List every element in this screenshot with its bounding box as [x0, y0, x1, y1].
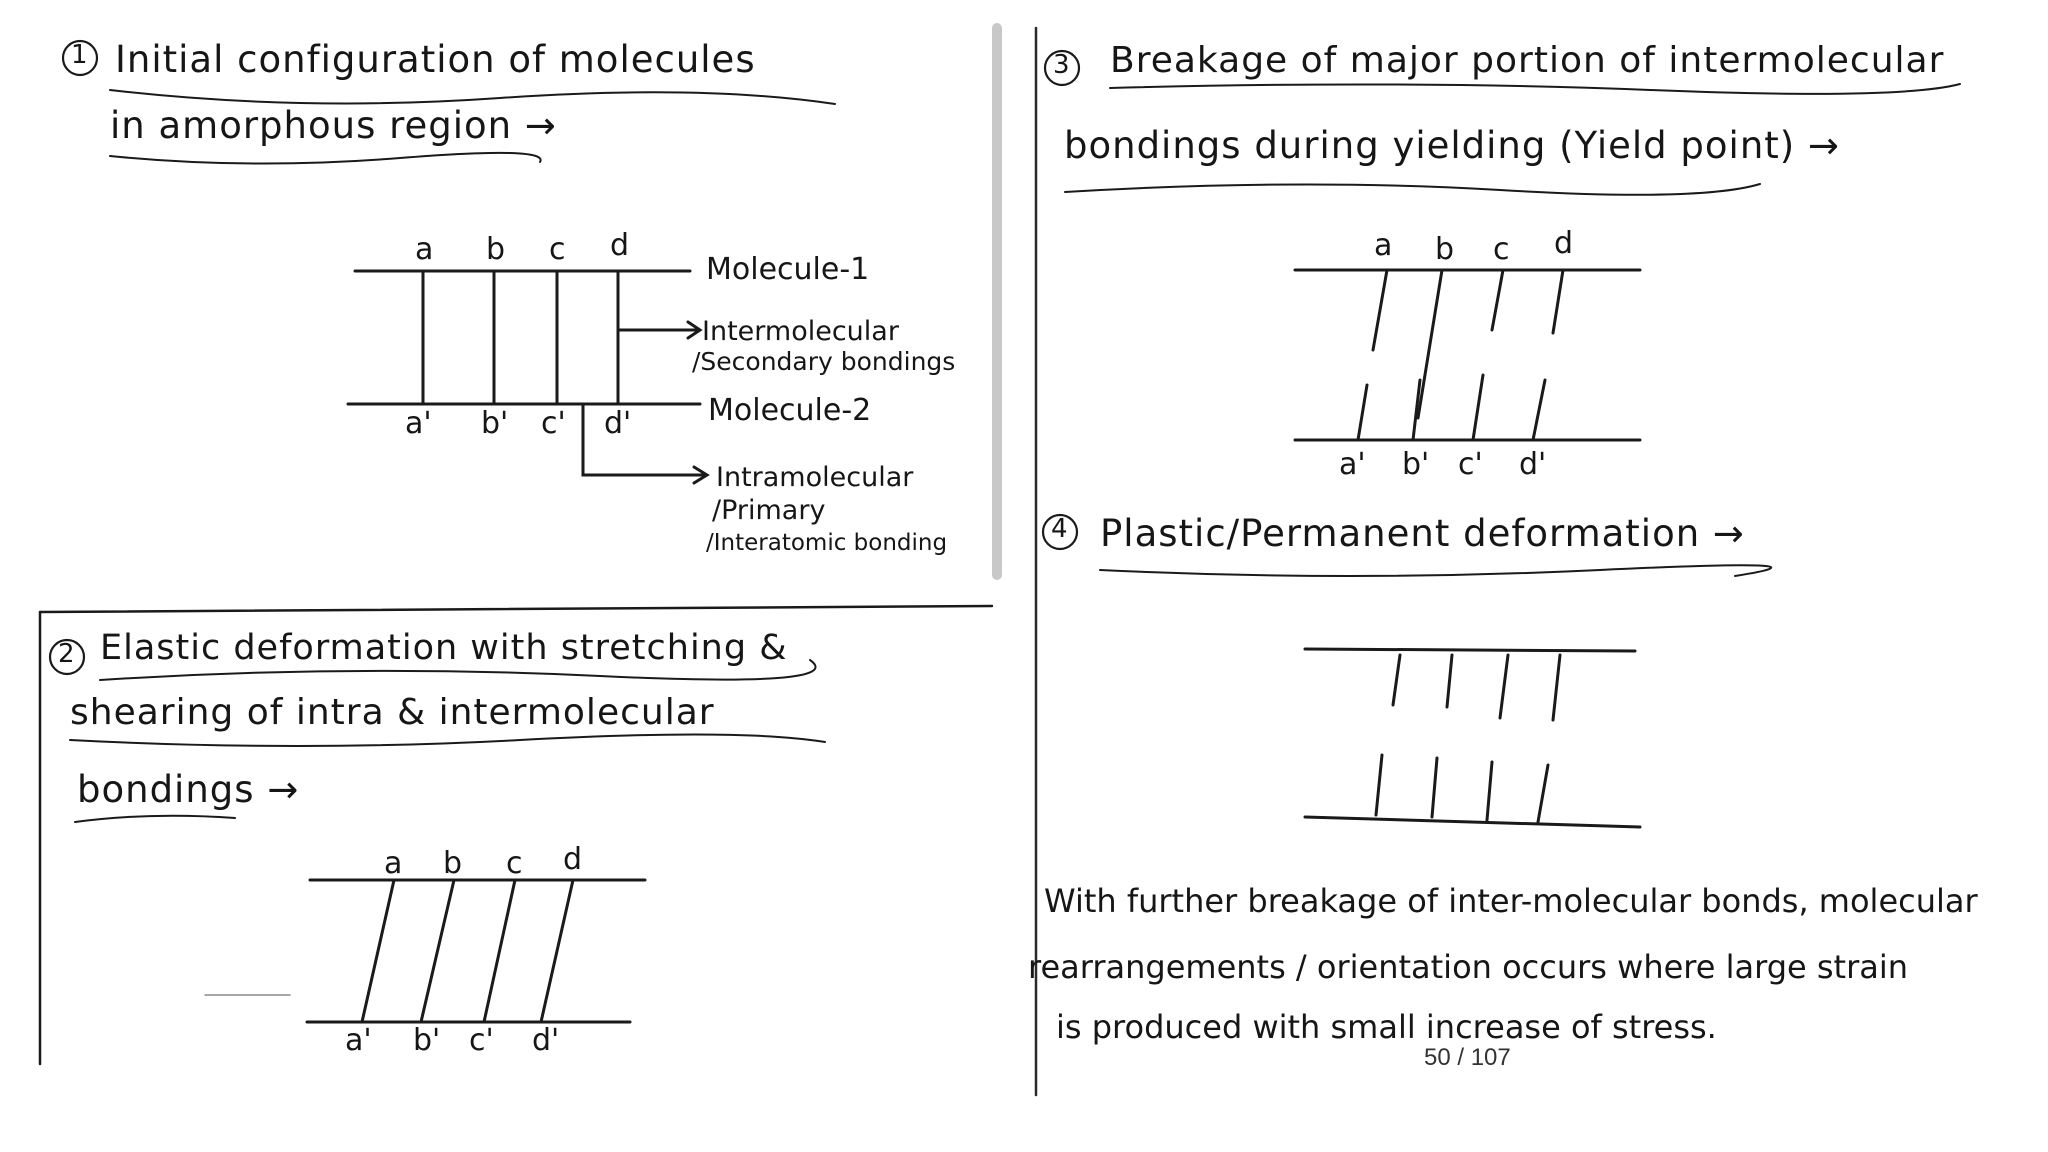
s2-underline-1 — [99, 659, 817, 681]
s3-number-circle — [1043, 49, 1081, 87]
s2-label-d-prime: d' — [532, 1023, 560, 1058]
s3-label-b-prime: b' — [1402, 447, 1430, 482]
s4-paragraph-line3: is produced with small increase of stres… — [1056, 1008, 1717, 1046]
s3-number: 3 — [1053, 50, 1070, 80]
s2-bond-a — [360, 878, 396, 1024]
s2-number-circle — [48, 638, 86, 676]
s3-bond-c-upper — [1490, 268, 1505, 332]
s1-number-circle — [61, 39, 99, 77]
s1-underline-2 — [109, 151, 542, 165]
s3-label-b: b — [1435, 232, 1455, 267]
s4-molecule-2-line — [1303, 815, 1642, 829]
s3-bond-d-lower — [1531, 378, 1547, 442]
s2-underline-3 — [74, 814, 236, 823]
s3-heading-line2: bondings during yielding (Yield point) → — [1064, 124, 1840, 167]
s4-bond-2-lower — [1430, 756, 1439, 819]
s4-number-circle — [1041, 513, 1079, 551]
s1-intra-arrowhead — [692, 465, 710, 485]
s3-label-c-prime: c' — [1458, 447, 1483, 482]
s2-heading-line3: bondings → — [77, 768, 300, 811]
s1-label-d-prime: d' — [604, 406, 632, 441]
s2-label-d: d — [563, 842, 583, 877]
s3-underline-1 — [1109, 83, 1961, 95]
s1-inter-label-2: /Secondary bondings — [692, 347, 956, 376]
s1-heading-line2: in amorphous region → — [110, 104, 557, 147]
s1-molecule-2-label: Molecule-2 — [708, 393, 872, 428]
s1-intra-label-3: /Interatomic bonding — [706, 530, 948, 556]
s3-bond-a-upper — [1371, 268, 1389, 352]
s2-heading-line1: Elastic deformation with stretching & — [100, 628, 788, 668]
s4-heading-line1: Plastic/Permanent deformation → — [1100, 512, 1745, 555]
s3-bond-b-lower — [1411, 378, 1422, 442]
s1-molecule-1-label: Molecule-1 — [706, 252, 870, 287]
s2-label-c: c — [506, 846, 523, 881]
s4-bond-4-lower — [1536, 763, 1550, 824]
s4-molecule-1-line — [1303, 647, 1637, 653]
s2-label-c-prime: c' — [469, 1023, 494, 1058]
s3-underline-2 — [1064, 183, 1761, 196]
s1-intra-arrow — [581, 402, 707, 477]
s1-label-a: a — [415, 232, 434, 267]
s3-bond-c-lower — [1471, 373, 1485, 442]
s2-number: 2 — [58, 639, 75, 669]
s4-bond-1-lower — [1374, 753, 1384, 817]
s2-bond-d — [539, 878, 575, 1024]
s3-label-a: a — [1374, 228, 1393, 263]
s1-intra-label-2: /Primary — [712, 495, 826, 526]
s4-bond-3-upper — [1498, 653, 1510, 720]
s1-label-a-prime: a' — [405, 406, 432, 441]
s4-paragraph-line2: rearrangements / orientation occurs wher… — [1028, 948, 1909, 986]
page-number-indicator: 50 / 107 — [1424, 1044, 1511, 1071]
s1-underline-1 — [109, 89, 836, 105]
s1-number: 1 — [71, 40, 88, 70]
s3-label-c: c — [1493, 232, 1510, 267]
s4-paragraph-line1: With further breakage of inter-molecular… — [1044, 882, 1978, 920]
s3-bond-b-upper — [1416, 268, 1444, 420]
s1-label-c-prime: c' — [541, 406, 566, 441]
s1-inter-arrowhead — [686, 320, 703, 340]
s3-bond-d-upper — [1551, 268, 1565, 335]
s1-label-d: d — [610, 228, 630, 263]
s2-bond-c — [482, 878, 517, 1024]
s3-label-d-prime: d' — [1519, 447, 1547, 482]
s1-label-b: b — [486, 232, 506, 267]
s2-underline-2 — [69, 733, 826, 747]
s1-inter-label-1: Intermolecular — [702, 316, 899, 347]
s1-heading-line1: Initial configuration of molecules — [115, 38, 756, 81]
s4-bond-4-upper — [1551, 653, 1562, 722]
s1-intra-label-1: Intramolecular — [716, 462, 914, 493]
s3-heading-line1: Breakage of major portion of intermolecu… — [1110, 40, 1945, 81]
s4-number: 4 — [1051, 514, 1068, 544]
s2-label-a: a — [384, 846, 403, 881]
panel-divider-horizontal — [38, 604, 994, 614]
s3-label-d: d — [1554, 226, 1574, 261]
s4-bond-3-lower — [1485, 760, 1494, 822]
s4-bond-2-upper — [1445, 653, 1454, 709]
s2-heading-line2: shearing of intra & intermolecular — [70, 692, 715, 733]
s2-label-b-prime: b' — [413, 1023, 441, 1058]
s4-bond-1-upper — [1391, 653, 1402, 707]
s2-label-b: b — [443, 846, 463, 881]
s4-underline-1 — [1099, 564, 1773, 577]
s1-label-c: c — [549, 232, 566, 267]
s3-label-a-prime: a' — [1339, 447, 1366, 482]
s2-label-a-prime: a' — [345, 1023, 372, 1058]
s2-bond-b — [419, 878, 456, 1024]
s1-label-b-prime: b' — [481, 406, 509, 441]
s3-bond-a-lower — [1356, 383, 1369, 442]
